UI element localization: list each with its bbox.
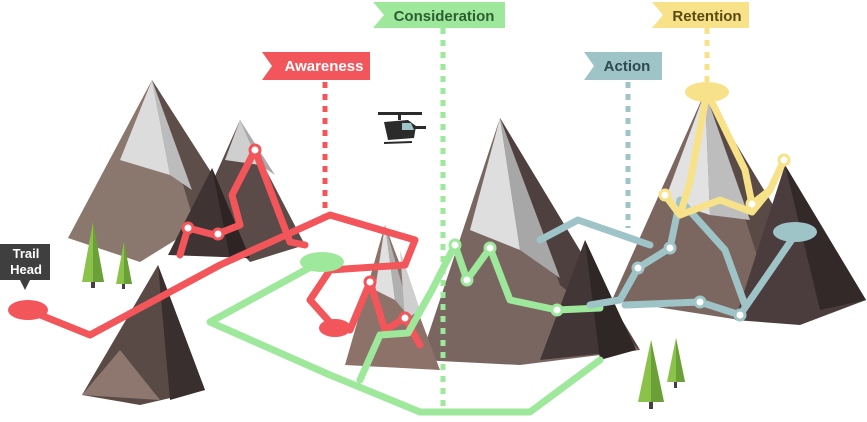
consideration-waypoints [448,238,564,317]
trail-head-sign: Trail Head [0,244,50,290]
retention-label: Retention [672,8,741,25]
retention-flag: Retention [652,2,749,28]
helicopter-icon [378,112,426,144]
awareness-end-dot [319,319,351,337]
mountain-right-front [735,165,866,325]
action-waypoints [631,241,747,322]
consideration-start-dot [300,252,344,272]
retention-waypoints [658,153,791,211]
retention-peak-dot [685,82,729,102]
trail-head-start-dot [8,300,48,320]
action-flag: Action [584,52,662,80]
trail-head-label-line2: Head [10,262,42,277]
awareness-waypoints [181,143,412,325]
consideration-flag: Consideration [373,2,505,28]
tree-right-1 [638,340,664,409]
tree-left-2 [116,242,132,289]
awareness-flag: Awareness [262,52,370,80]
tree-left-1 [82,222,104,288]
consideration-path [206,241,604,416]
awareness-label: Awareness [285,58,364,75]
consideration-label: Consideration [394,8,495,25]
action-end-dot [773,222,817,242]
tree-right-2 [667,338,685,388]
mountain-bottom-left [82,265,205,405]
trail-head-label-line1: Trail [13,246,40,261]
action-label: Action [604,58,651,75]
